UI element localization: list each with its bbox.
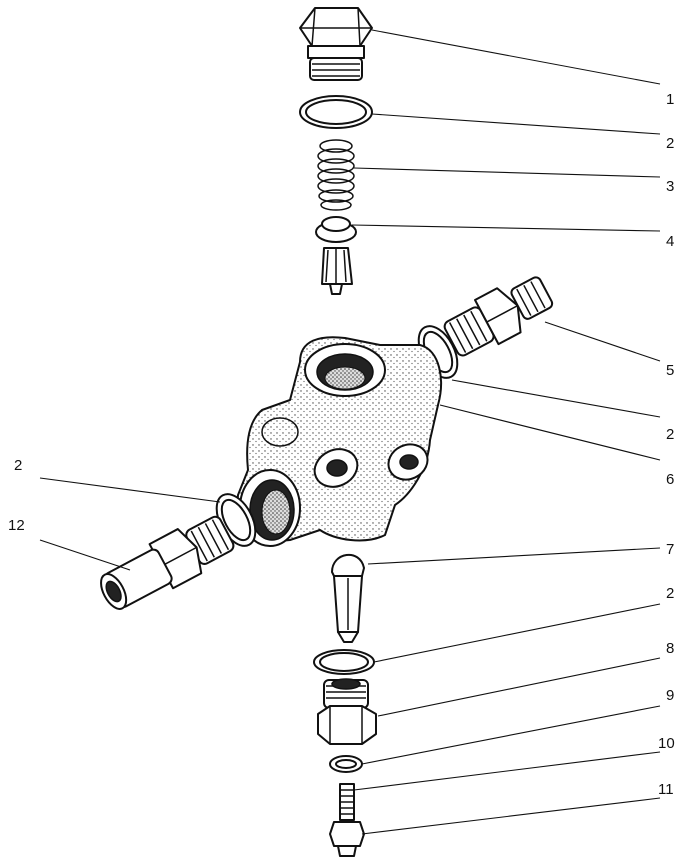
right-fitting (443, 276, 554, 357)
spring (317, 139, 355, 211)
bottom-nut (317, 678, 377, 745)
callout-10: 10 (658, 735, 675, 752)
leader-lines (39, 29, 661, 835)
o-ring-bottom (313, 649, 375, 675)
callout-7: 7 (666, 541, 674, 558)
left-fitting (100, 515, 235, 610)
callout-2c: 2 (666, 585, 674, 602)
callout-5: 5 (666, 362, 674, 379)
needle-pin (331, 553, 365, 643)
callout-9: 9 (666, 687, 674, 704)
adjusting-screw (329, 783, 365, 857)
callout-6: 6 (666, 471, 674, 488)
callout-8: 8 (666, 640, 674, 657)
valve-poppet (315, 216, 357, 295)
callout-3: 3 (666, 178, 674, 195)
o-ring-top (299, 95, 373, 129)
callout-2d: 2 (14, 457, 22, 474)
callout-numbers: 1 2 3 4 5 2 6 7 2 8 9 10 11 2 12 2 2 (8, 91, 675, 798)
small-washer (329, 755, 363, 773)
callout-2b: 2 (666, 426, 674, 443)
callout-12: 12 (8, 517, 25, 534)
callout-4: 4 (666, 233, 674, 250)
hex-plug-cap (299, 7, 373, 81)
callout-11: 11 (658, 781, 674, 798)
valve-body (236, 336, 442, 547)
callout-2a: 2 (666, 135, 674, 152)
callout-1: 1 (666, 91, 674, 108)
